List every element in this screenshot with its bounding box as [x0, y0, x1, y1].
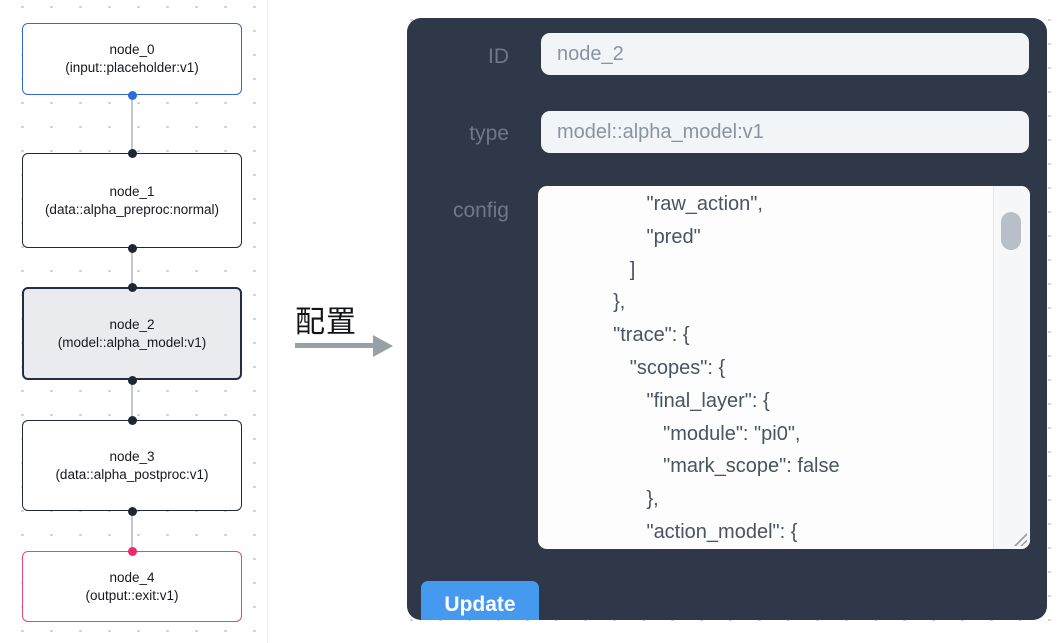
edge-node1-node2 [131, 248, 133, 287]
config-annotation-label: 配置 [295, 306, 357, 339]
flow-node-3[interactable]: node_3 (data::alpha_postproc:v1) [22, 420, 242, 511]
node-subtitle: (data::alpha_postproc:v1) [55, 466, 209, 482]
edge-node3-node4 [131, 511, 133, 551]
config-field-label: config [452, 199, 509, 222]
node-subtitle: (model::alpha_model:v1) [57, 334, 207, 350]
node-config-panel: ID type config "raw_action", "pred" ] },… [407, 18, 1047, 620]
config-canvas: ID type config "raw_action", "pred" ] },… [390, 0, 1062, 643]
node-subtitle: (output::exit:v1) [85, 587, 179, 603]
flow-canvas: node_0 (input::placeholder:v1) node_1 (d… [0, 0, 268, 643]
port-node4-in[interactable] [127, 546, 137, 556]
arrow-shaft [295, 343, 375, 348]
port-node3-in[interactable] [127, 415, 137, 425]
node-title: node_4 [109, 569, 155, 585]
config-textarea[interactable]: "raw_action", "pred" ] }, "trace": { "sc… [538, 186, 1030, 549]
id-input[interactable] [541, 33, 1029, 75]
port-node1-out[interactable] [127, 243, 137, 253]
config-json-text: "raw_action", "pred" ] }, "trace": { "sc… [552, 193, 840, 543]
port-node3-out[interactable] [127, 506, 137, 516]
node-title: node_0 [109, 42, 155, 57]
port-node1-in[interactable] [127, 148, 137, 158]
flow-node-0[interactable]: node_0 (input::placeholder:v1) [22, 23, 242, 95]
flow-node-4[interactable]: node_4 (output::exit:v1) [22, 551, 242, 622]
edge-node2-node3 [131, 380, 133, 420]
port-node2-in[interactable] [127, 282, 137, 292]
id-field-label: ID [488, 45, 509, 68]
update-button[interactable]: Update [421, 581, 539, 620]
node-title: node_3 [109, 448, 155, 464]
config-scrollbar[interactable] [993, 186, 1030, 549]
node-title: node_1 [109, 183, 155, 199]
node-subtitle: (input::placeholder:v1) [65, 60, 199, 75]
node-title: node_2 [109, 316, 155, 332]
flow-node-1[interactable]: node_1 (data::alpha_preproc:normal) [22, 153, 242, 248]
config-scrollbar-thumb[interactable] [1001, 212, 1021, 250]
port-node2-out[interactable] [127, 375, 137, 385]
port-node0-out[interactable] [127, 90, 137, 100]
type-field-label: type [469, 122, 509, 145]
node-subtitle: (data::alpha_preproc:normal) [44, 201, 220, 217]
type-input[interactable] [541, 111, 1029, 153]
arrow-right-icon [373, 334, 393, 357]
edge-node0-node1 [131, 95, 133, 153]
flow-node-2-selected[interactable]: node_2 (model::alpha_model:v1) [22, 287, 242, 380]
